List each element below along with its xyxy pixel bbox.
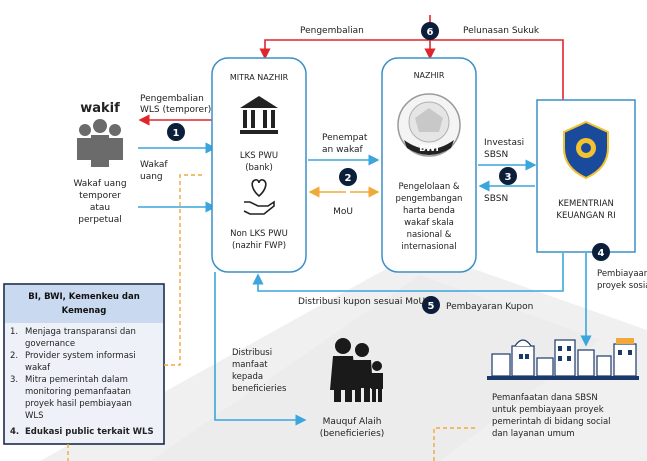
wakif-group: wakif Wakaf uang temporer atau perpetual — [73, 101, 126, 225]
wakif-desc-4: perpetual — [78, 215, 121, 225]
top-return-flow: 6 Pengembalian Pelunasan Sukuk — [259, 15, 564, 100]
utilization-line-3: pemerintah di bidang social — [492, 417, 611, 427]
role-3-line-4: WLS — [25, 411, 44, 421]
lks-line-2: (bank) — [245, 163, 273, 173]
distribution-line-4: beneficieries — [232, 384, 287, 394]
step-2-flow: 2 Penempat an wakaf MoU — [308, 133, 380, 217]
mauquf-line-2: (beneficieries) — [320, 429, 385, 439]
nazhir-desc-6: internasional — [401, 242, 456, 252]
nazhir-desc-4: wakaf skala — [404, 218, 454, 228]
role-2-line-1: Provider system informasi — [25, 351, 136, 361]
utilization-line-1: Pemanfaatan dana SBSN — [492, 393, 598, 403]
placement-line-2: an wakaf — [322, 145, 364, 155]
people-icon — [77, 119, 123, 167]
role-3-num: 3. — [10, 375, 18, 385]
roles-title-line-1: BI, BWI, Kemenkeu dan — [28, 292, 140, 302]
return-label: Pengembalian — [300, 26, 364, 36]
step-6-badge — [421, 22, 439, 40]
role-4-line-1: Edukasi public terkait WLS — [25, 427, 154, 437]
placement-line-1: Penempat — [322, 133, 368, 143]
utilization-line-4: dan layanan umum — [492, 429, 575, 439]
sbsn-label: SBSN — [484, 194, 508, 204]
heart-hand-icon — [243, 179, 275, 215]
role-1-num: 1. — [10, 327, 18, 337]
step-6-number: 6 — [427, 27, 434, 38]
return-wls-line-1: Pengembalian — [140, 94, 204, 104]
step-4-line-1: Pembiayaan — [597, 269, 647, 279]
step-5-badge — [422, 296, 440, 314]
step-2-badge — [339, 168, 357, 186]
mitra-nazhir-title: MITRA NAZHIR — [230, 73, 289, 82]
step-4-line-2: proyek sosial — [597, 281, 647, 291]
step-1-badge — [167, 123, 185, 141]
role-1-line-2: governance — [25, 339, 75, 349]
distribution-flow: Distribusi manfaat kepada beneficieries — [214, 272, 307, 426]
coupon-payment-label: Pembayaran Kupon — [446, 302, 533, 312]
role-2-num: 2. — [10, 351, 18, 361]
step-3-badge — [499, 167, 517, 185]
role-4-num: 4. — [10, 427, 19, 437]
coupon-distribution-label: Distribusi kupon sesuai MoU — [298, 297, 425, 307]
wakif-desc-1: Wakaf uang — [73, 179, 126, 189]
role-3-line-2: monitoring pemanfaatan — [25, 387, 131, 397]
return-wls-line-2: WLS (temporer) — [140, 105, 211, 115]
cash-waqf-line-1: Wakaf — [140, 160, 168, 170]
bwi-logo-text: BWI — [419, 144, 439, 154]
step-4-badge — [592, 243, 610, 261]
nazhir-desc-2: pengembangan — [396, 194, 463, 204]
kemenkeu-logo — [563, 120, 609, 180]
step-5-flow: 5 Distribusi kupon sesuai MoU Pembayaran… — [252, 253, 564, 314]
bank-icon — [240, 96, 278, 134]
step-3-flow: 3 Investasi SBSN SBSN — [478, 138, 537, 204]
mauquf-line-1: Mauquf Alaih — [323, 417, 382, 427]
step-1-number: 1 — [173, 128, 180, 139]
role-2-line-2: wakaf — [25, 363, 51, 373]
mou-label: MoU — [333, 207, 353, 217]
wakif-title: wakif — [80, 101, 120, 116]
lks-line-1: LKS PWU — [240, 151, 278, 161]
step-3-number: 3 — [505, 172, 512, 183]
nazhir-box: NAZHIR BWI Pengelolaan & pengembangan ha… — [381, 57, 477, 273]
nazhir-title: NAZHIR — [414, 71, 445, 80]
mauquf-alaih-group: Mauquf Alaih (beneficieries) — [320, 338, 385, 439]
kementrian-box: KEMENTRIAN KEUANGAN RI — [536, 99, 636, 253]
roles-box: BI, BWI, Kemenkeu dan Kemenag 1. Menjaga… — [3, 283, 165, 445]
utilization-line-2: untuk pembiayaan proyek — [492, 405, 604, 415]
kementrian-line-1: KEMENTRIAN — [558, 199, 614, 209]
step-1-flow: 1 Pengembalian WLS (temporer) Wakaf uang — [138, 94, 245, 213]
utilization-text: Pemanfaatan dana SBSN untuk pembiayaan p… — [492, 393, 611, 439]
non-lks-line-1: Non LKS PWU — [230, 229, 288, 239]
step-4-flow: 4 Pembiayaan proyek sosial — [580, 243, 647, 347]
city-icon — [487, 338, 639, 380]
nazhir-desc-1: Pengelolaan & — [398, 182, 459, 192]
repayment-label: Pelunasan Sukuk — [463, 26, 540, 36]
nazhir-desc-5: nasional & — [407, 230, 452, 240]
bwi-logo: BWI — [397, 93, 461, 157]
distribution-line-1: Distribusi — [232, 348, 272, 358]
step-5-number: 5 — [428, 301, 435, 312]
step-4-number: 4 — [598, 248, 605, 259]
roles-title-line-2: Kemenag — [62, 306, 107, 316]
role-1-line-1: Menjaga transparansi dan — [25, 327, 136, 337]
step-2-number: 2 — [345, 173, 352, 184]
role-3-line-3: proyek hasil pembiayaan — [25, 399, 132, 409]
invest-line-2: SBSN — [484, 150, 508, 160]
wakif-desc-2: temporer — [79, 191, 121, 201]
cash-waqf-line-2: uang — [140, 172, 163, 182]
kementrian-line-2: KEUANGAN RI — [556, 211, 615, 221]
monitoring-connectors — [67, 174, 478, 461]
nazhir-desc-3: harta benda — [403, 206, 455, 216]
non-lks-line-2: (nazhir FWP) — [232, 241, 286, 251]
distribution-line-2: manfaat — [232, 360, 268, 370]
distribution-line-3: kepada — [232, 372, 263, 382]
invest-line-1: Investasi — [484, 138, 524, 148]
wakif-desc-3: atau — [90, 203, 110, 213]
mitra-nazhir-box: MITRA NAZHIR LKS PWU (bank) Non LKS PWU … — [211, 57, 307, 273]
role-3-line-1: Mitra pemerintah dalam — [25, 375, 128, 385]
family-icon — [330, 338, 383, 402]
